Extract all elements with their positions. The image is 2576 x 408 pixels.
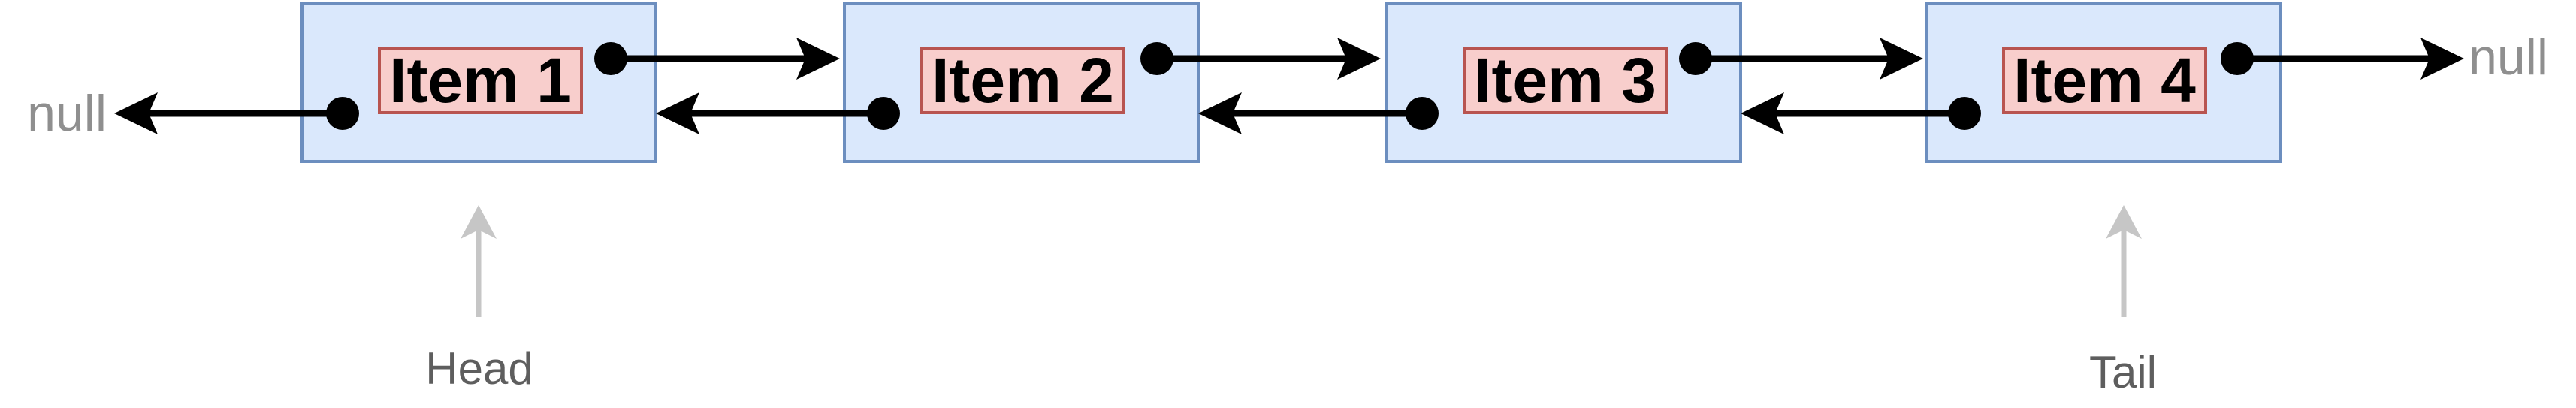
next-arrowhead-4-icon [2420,38,2464,80]
prev-arrowhead-4-icon [1741,92,1784,134]
head-pointer-arrow [461,205,497,317]
prev-arrowhead-2-icon [656,92,699,134]
tail-label: Tail [2088,347,2158,397]
next-arrowhead-2-icon [1337,38,1381,80]
next-arrowhead-1-icon [796,38,840,80]
item-1-value-box: Item 1 [378,47,583,114]
head-arrowhead-icon [461,205,497,239]
list-node-4: Item 4 [1925,2,2282,163]
list-node-2: Item 2 [843,2,1200,163]
item-4-value-box: Item 4 [2002,47,2207,114]
null-terminal-right: null [2469,29,2548,86]
head-label: Head [425,343,533,394]
item-4-label: Item 4 [2013,45,2196,116]
list-node-1: Item 1 [300,2,657,163]
list-node-3: Item 3 [1385,2,1742,163]
null-terminal-left: null [27,85,107,142]
prev-arrowhead-1-icon [114,92,158,134]
next-arrowhead-3-icon [1880,38,1923,80]
item-3-label: Item 3 [1474,45,1656,116]
item-3-value-box: Item 3 [1463,47,1668,114]
item-2-value-box: Item 2 [920,47,1125,114]
item-1-label: Item 1 [389,45,572,116]
tail-arrowhead-icon [2106,205,2142,239]
prev-arrowhead-3-icon [1198,92,1242,134]
tail-pointer-arrow [2106,205,2142,317]
item-2-label: Item 2 [932,45,1114,116]
